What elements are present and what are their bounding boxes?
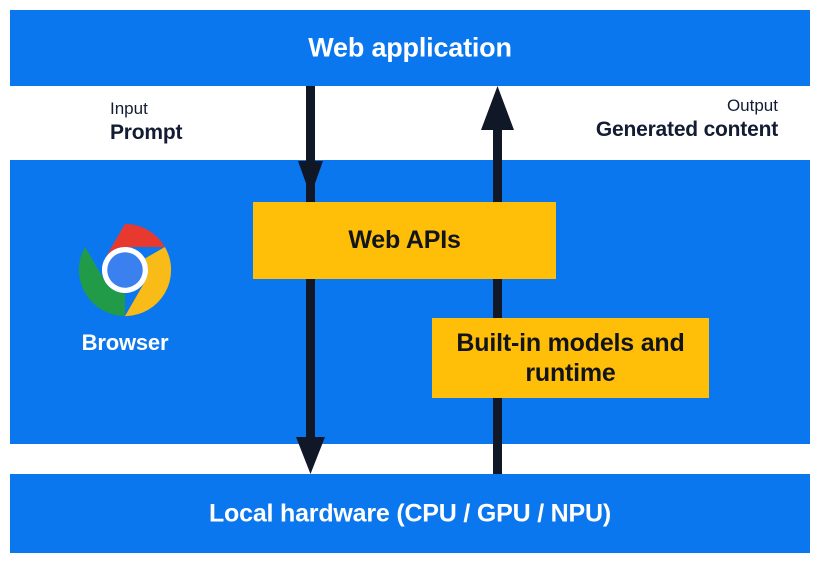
box-web-apis-label: Web APIs (348, 226, 461, 254)
band-web-application-label: Web application (308, 32, 512, 63)
band-web-application: Web application (10, 10, 810, 86)
box-built-in-models-label: Built-in models and runtime (456, 329, 685, 387)
edge-label-output: Output Generated content (596, 95, 778, 144)
browser-group: Browser (62, 222, 188, 356)
browser-caption: Browser (81, 330, 169, 355)
edge-label-input-value: Prompt (110, 120, 183, 144)
edge-label-output-value: Generated content (595, 117, 778, 141)
chrome-logo-icon (78, 223, 172, 317)
band-local-hardware: Local hardware (CPU / GPU / NPU) (10, 474, 810, 553)
box-built-in-models[interactable]: Built-in models and runtime (432, 318, 709, 398)
band-local-hardware-label: Local hardware (CPU / GPU / NPU) (208, 499, 611, 527)
edge-label-output-kind: Output (726, 96, 778, 115)
edge-label-input: Input Prompt (110, 98, 183, 147)
edge-label-input-kind: Input (110, 99, 148, 118)
box-web-apis[interactable]: Web APIs (253, 202, 556, 279)
